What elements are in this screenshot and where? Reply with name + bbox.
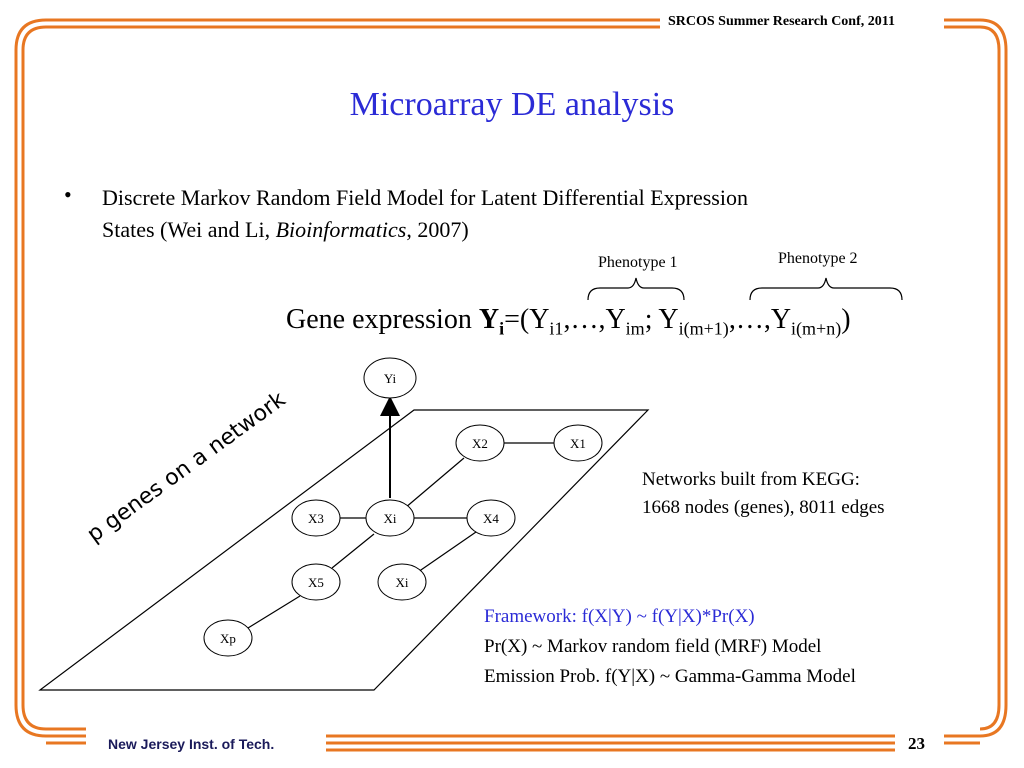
node-x3 <box>291 499 341 537</box>
node-x3-label: X3 <box>308 511 324 526</box>
bullet-line2-pre: States (Wei and Li, <box>102 217 276 242</box>
network-plane <box>38 409 650 691</box>
framework-line3: Emission Prob. f(Y|X) ~ Gamma-Gamma Mode… <box>484 666 856 687</box>
gene-expression-formula: Gene expression Yi=(Yi1,…,Yim; Yi(m+1),…… <box>286 304 851 339</box>
edge-xi-x2 <box>404 457 465 509</box>
node-xi-2-label: Xi <box>396 575 409 590</box>
network-info-line2: 1668 nodes (genes), 8011 edges <box>642 497 885 518</box>
phenotype-1-label: Phenotype 1 <box>598 254 678 271</box>
phenotype-2-label: Phenotype 2 <box>778 250 858 267</box>
node-xi-2 <box>377 563 427 601</box>
node-xp-label: Xp <box>220 631 236 646</box>
node-x1-label: X1 <box>570 436 586 451</box>
framework-box: Framework: f(X|Y) ~ f(Y|X)*Pr(X) Pr(X) ~… <box>484 602 856 692</box>
node-yi-label: Yi <box>384 371 397 386</box>
node-x2 <box>455 424 505 462</box>
edge-x5-xp <box>247 595 301 629</box>
node-xi-label: Xi <box>384 511 397 526</box>
node-xp <box>203 619 253 657</box>
conference-header: SRCOS Summer Research Conf, 2011 <box>668 14 895 29</box>
page-number: 23 <box>908 734 925 753</box>
phenotype-2-brace <box>749 277 903 301</box>
footer-institution: New Jersey Inst. of Tech. <box>108 736 275 752</box>
node-yi <box>363 357 417 399</box>
node-x2-label: X2 <box>472 436 488 451</box>
bullet-marker: • <box>64 182 72 207</box>
edge-xi-x5 <box>331 533 375 569</box>
node-x1 <box>553 424 603 462</box>
edge-x4-xi2 <box>417 531 477 573</box>
node-x5-label: X5 <box>308 575 324 590</box>
network-info-line1: Networks built from KEGG: <box>642 469 860 490</box>
phenotype-1-brace <box>587 277 685 301</box>
slide-title: Microarray DE analysis <box>349 86 675 123</box>
framework-line1: Framework: f(X|Y) ~ f(Y|X)*Pr(X) <box>484 606 755 627</box>
node-x4 <box>466 499 516 537</box>
network-info: Networks built from KEGG: 1668 nodes (ge… <box>642 466 885 522</box>
journal-name: Bioinformatics <box>275 217 407 242</box>
bullet-line1: Discrete Markov Random Field Model for L… <box>102 185 748 210</box>
bullet-text: Discrete Markov Random Field Model for L… <box>102 182 982 246</box>
bullet-line2-post: , 2007) <box>406 217 469 242</box>
node-xi <box>365 499 415 537</box>
framework-line2: Pr(X) ~ Markov random field (MRF) Model <box>484 636 822 657</box>
node-x5 <box>291 563 341 601</box>
node-x4-label: X4 <box>483 511 499 526</box>
